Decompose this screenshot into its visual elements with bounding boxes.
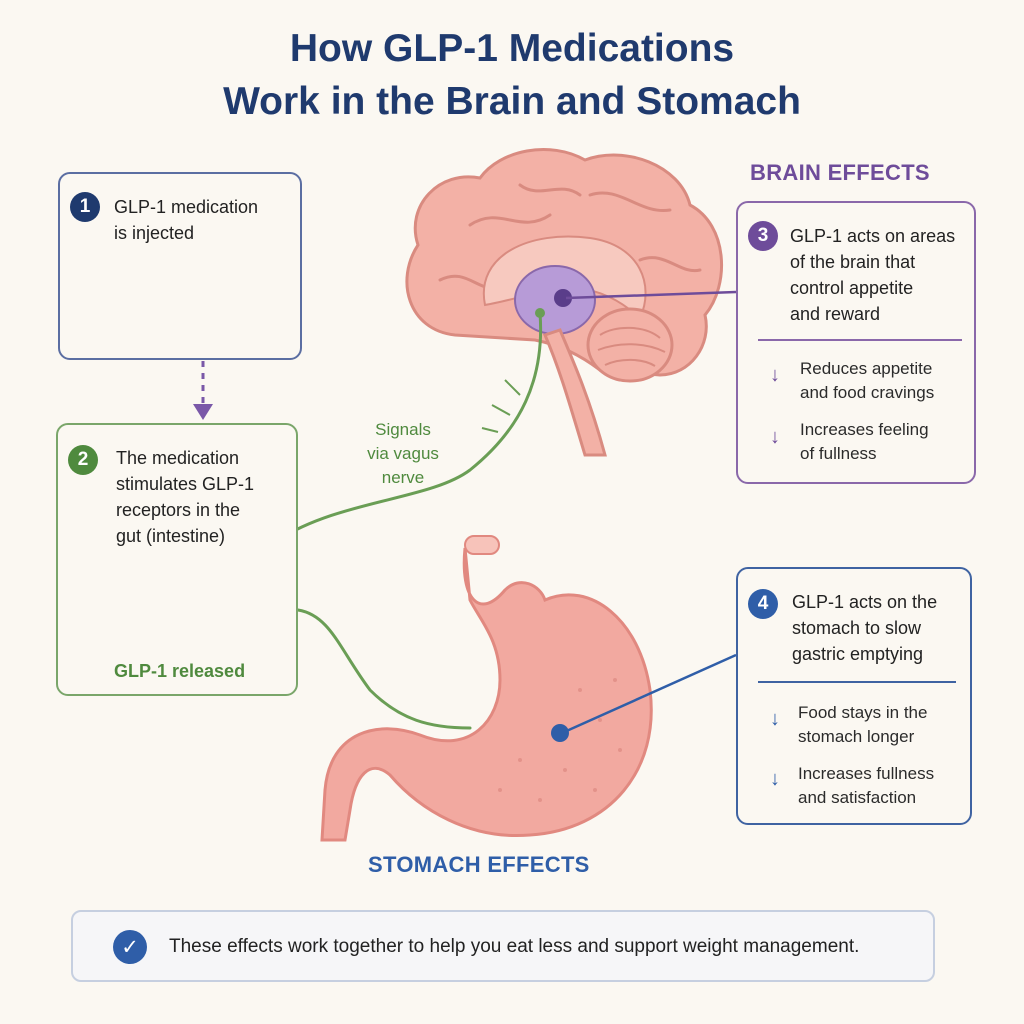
brain-effect-2-line-1: Increases feeling — [800, 420, 929, 439]
step-4-line-3: gastric emptying — [792, 644, 924, 664]
step-4-badge: 4 — [748, 589, 778, 619]
check-circle-icon: ✓ — [113, 930, 147, 964]
step-4-line-1: GLP-1 acts on the — [792, 592, 938, 612]
vagus-nerve-line — [276, 311, 543, 542]
step-2-badge: 2 — [68, 445, 98, 475]
nerve-line-1: Signals — [375, 420, 431, 439]
summary-footer: ✓ These effects work together to help yo… — [71, 910, 935, 982]
step-2-line-4: gut (intestine) — [116, 526, 226, 546]
stomach-effect-1-line-1: Food stays in the — [798, 703, 928, 722]
gut-stomach-nerve-line — [296, 608, 472, 730]
brain-effect-1-line-1: Reduces appetite — [800, 359, 933, 378]
step-1-line-1: GLP-1 medication — [114, 197, 259, 217]
step-1-text: GLP-1 medication is injected — [114, 194, 258, 246]
step-4-line-2: stomach to slow — [792, 618, 922, 638]
brain-effects-heading: BRAIN EFFECTS — [750, 160, 930, 185]
step-2-line-1: The medication — [116, 448, 240, 468]
step-2-text: The medication stimulates GLP-1 receptor… — [116, 445, 254, 549]
step-2-card: 2 The medication stimulates GLP-1 recept… — [56, 423, 298, 696]
stomach-effect-1-line-2: stomach longer — [798, 727, 915, 746]
glp1-released-label: GLP-1 released — [114, 661, 246, 681]
nerve-line-2: via vagus — [367, 444, 439, 463]
step-4-text: GLP-1 acts on the stomach to slow gastri… — [792, 589, 937, 667]
brain-pointer-line — [565, 290, 737, 300]
stomach-effect-2-line-2: and satisfaction — [798, 788, 917, 807]
step-3-line-4: and reward — [790, 304, 881, 324]
stomach-effect-2-line-1: Increases fullness — [798, 764, 935, 783]
stomach-effect-1: Food stays in the stomach longer — [798, 701, 927, 749]
arrow-down-icon: ↓ — [770, 708, 780, 730]
step-4-card: 4 GLP-1 acts on the stomach to slow gast… — [736, 567, 972, 825]
stomach-effect-2: Increases fullness and satisfaction — [798, 762, 934, 810]
stomach-divider — [758, 681, 956, 683]
stomach-effects-heading: STOMACH EFFECTS — [368, 852, 590, 877]
brain-effect-1: Reduces appetite and food cravings — [800, 357, 934, 405]
step-3-text: GLP-1 acts on areas of the brain that co… — [790, 223, 955, 327]
step-1-card: 1 GLP-1 medication is injected — [58, 172, 302, 360]
arrow-down-icon: ↓ — [770, 364, 780, 386]
step-1-badge: 1 — [70, 192, 100, 222]
arrow-down-icon: ↓ — [770, 768, 780, 790]
nerve-line-3: nerve — [381, 468, 425, 487]
title-line-2: Work in the Brain and Stomach — [223, 80, 801, 124]
step-2-line-2: stimulates GLP-1 — [116, 474, 255, 494]
step-2-line-3: receptors in the — [116, 500, 241, 520]
brain-effect-1-line-2: and food cravings — [800, 383, 935, 402]
vagus-nerve-label: Signals via vagus nerve — [348, 418, 458, 490]
step-3-line-1: GLP-1 acts on areas — [790, 226, 956, 246]
stomach-pointer-line — [561, 653, 737, 735]
summary-text: These effects work together to help you … — [169, 936, 860, 957]
step-3-card: 3 GLP-1 acts on areas of the brain that … — [736, 201, 976, 484]
step-3-line-3: control appetite — [790, 278, 914, 298]
stomach-icon — [320, 535, 653, 842]
arrow-down-icon: ↓ — [770, 426, 780, 448]
brain-icon — [405, 148, 724, 457]
brain-divider — [758, 339, 962, 341]
brain-effect-2-line-2: of fullness — [800, 444, 877, 463]
step-3-line-2: of the brain that — [790, 252, 916, 272]
brain-effect-2: Increases feeling of fullness — [800, 418, 929, 466]
step-1-line-2: is injected — [114, 223, 195, 243]
page-title: How GLP-1 Medications Work in the Brain … — [0, 22, 1024, 128]
title-line-1: How GLP-1 Medications — [289, 27, 735, 70]
step-3-badge: 3 — [748, 221, 778, 251]
